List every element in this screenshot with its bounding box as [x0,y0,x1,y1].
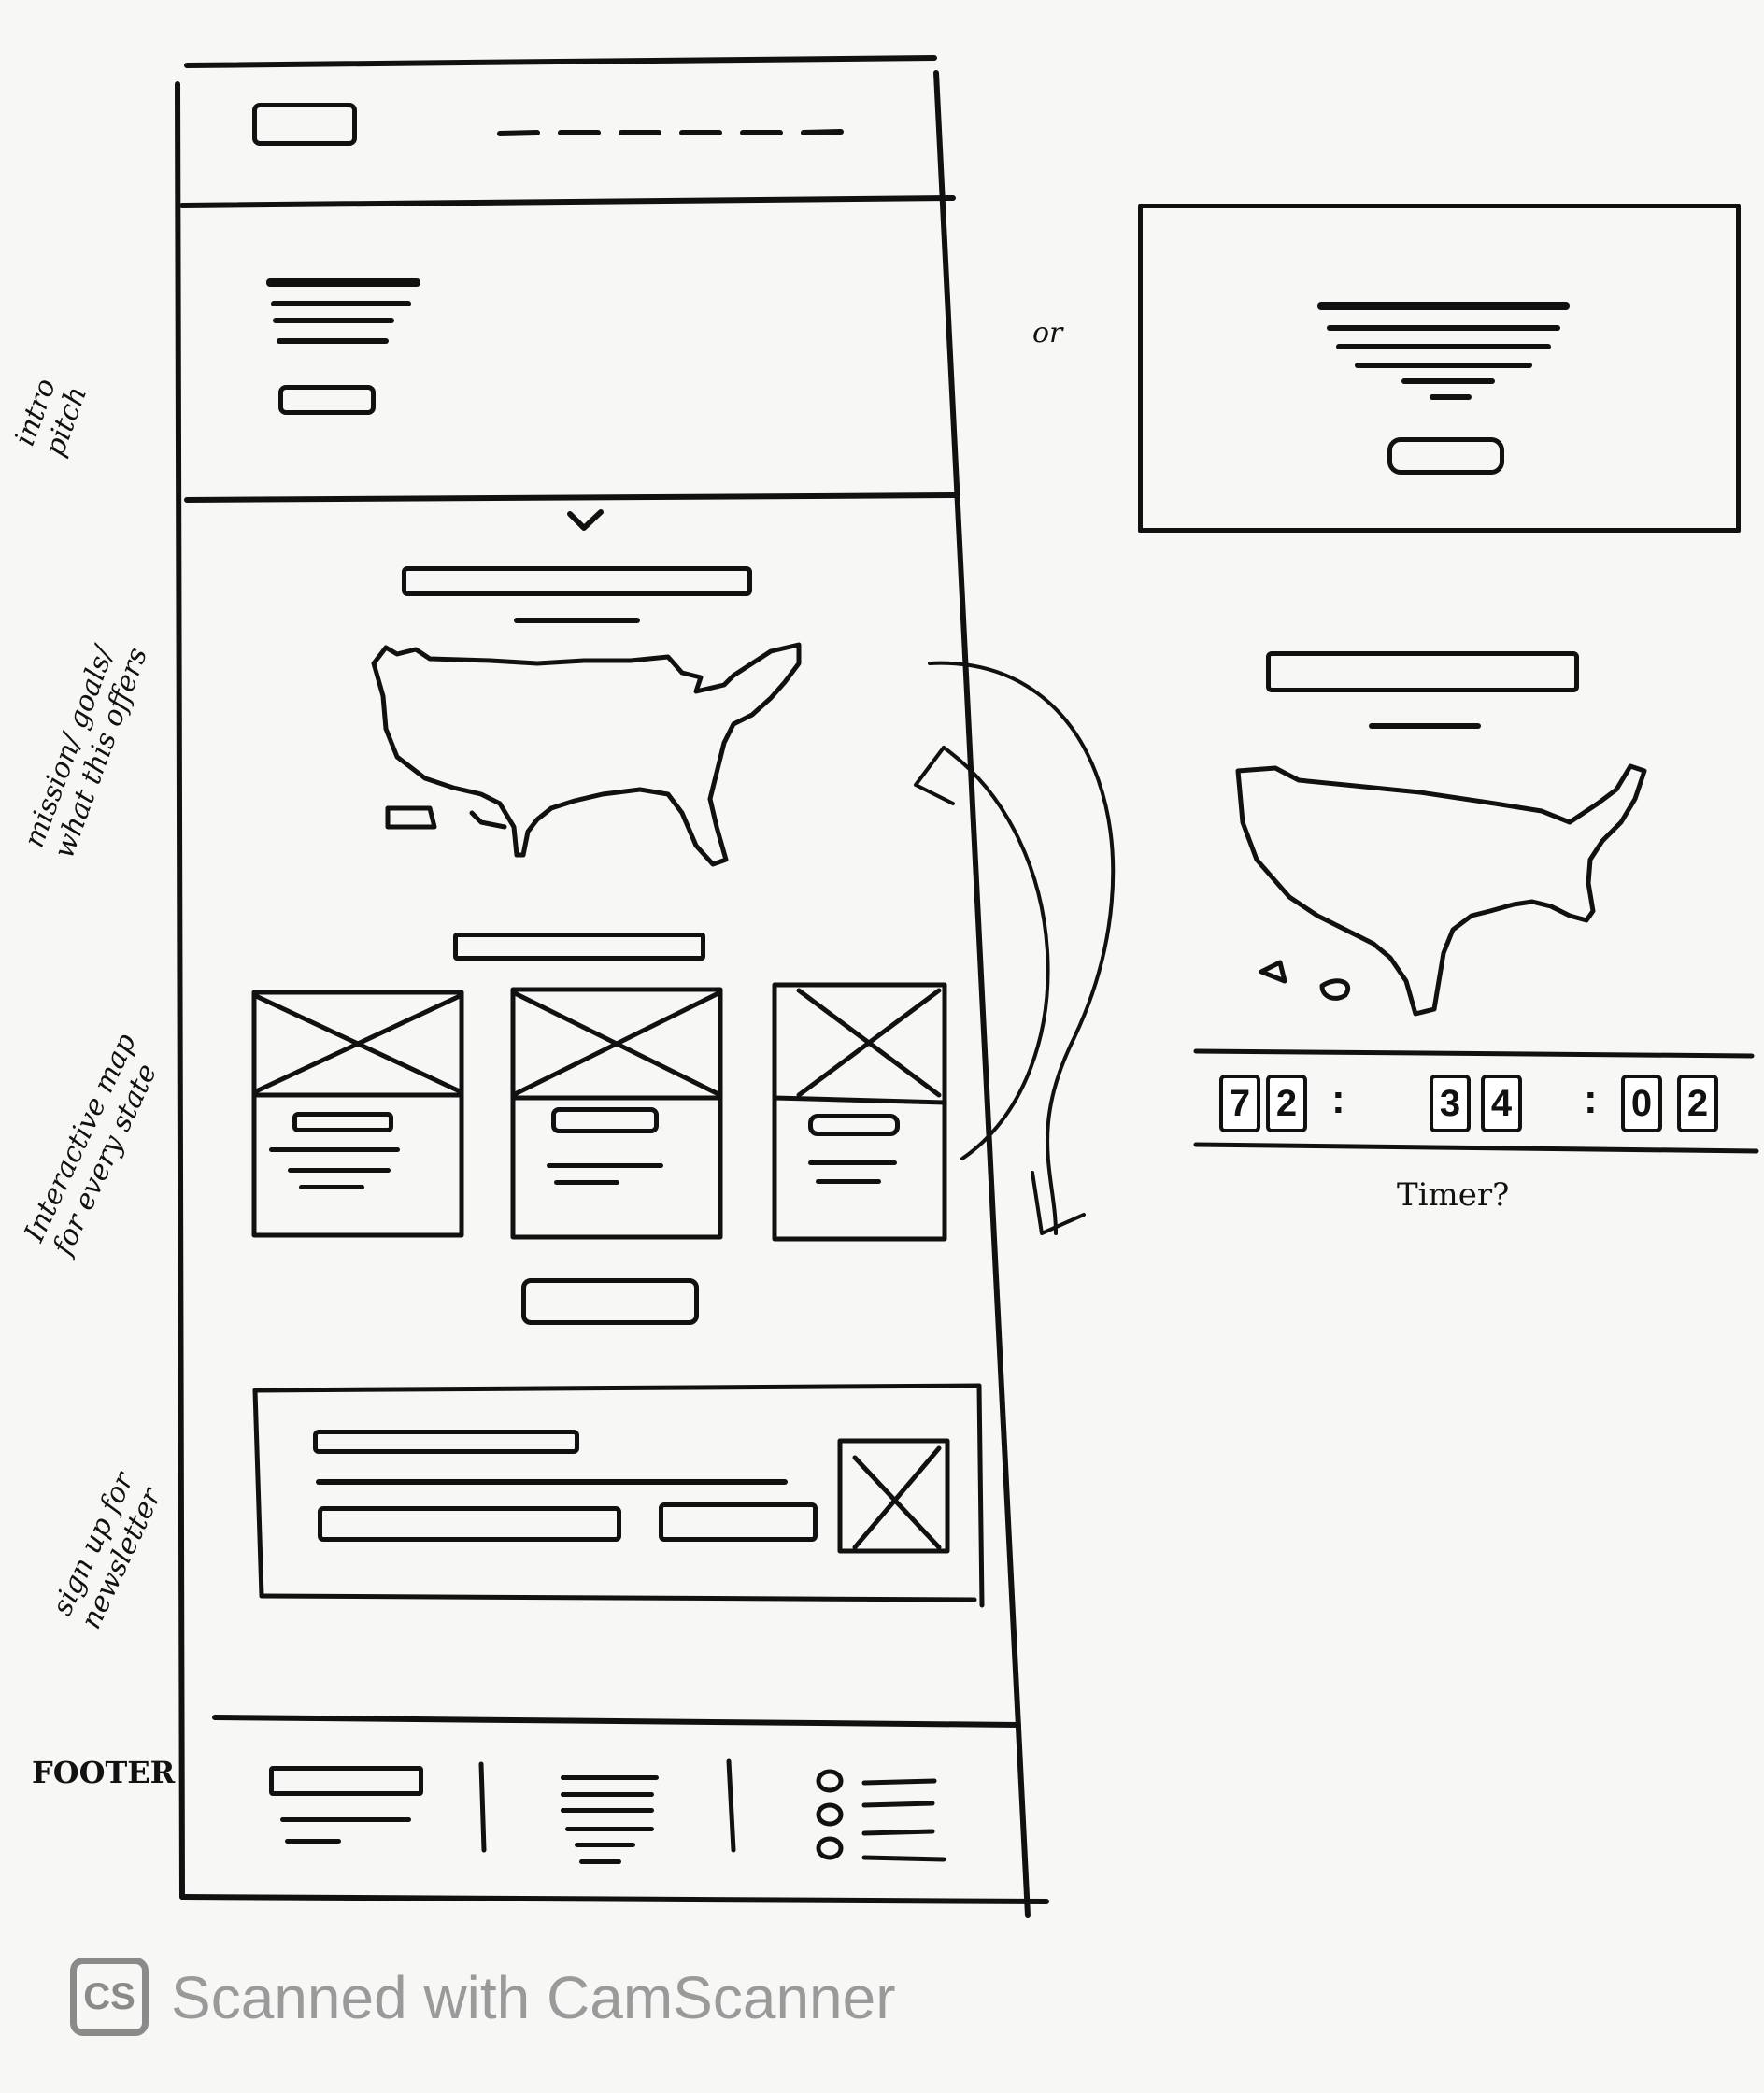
intro-text-line [277,338,389,344]
alt-intro-text-line [1336,344,1551,349]
watermark-text: Scanned with CamScanner [171,1964,896,2031]
view-more-button[interactable] [521,1278,699,1325]
footer-text-line [280,1817,411,1822]
footer-dividers [478,1758,736,1853]
card-text-line [554,1180,619,1185]
image-placeholder [772,982,947,1242]
alt-map-title [1266,651,1579,692]
newsletter-image-placeholder [837,1438,950,1554]
alt-intro-text-line [1327,325,1560,331]
social-icons[interactable] [813,1766,962,1878]
newsletter-title [313,1430,579,1454]
intro-cta-button[interactable] [278,385,376,415]
alt-intro-section [1138,204,1741,533]
card-title [808,1114,900,1136]
footer-link[interactable] [579,1859,621,1864]
newsletter-email-input[interactable] [318,1506,621,1542]
annotation-timer: Timer? [1397,1176,1510,1214]
state-card[interactable] [509,986,724,1243]
newsletter-submit-button[interactable] [659,1502,818,1542]
image-placeholder [251,990,464,1238]
state-card[interactable] [250,989,465,1241]
footer-link[interactable] [561,1775,659,1780]
card-text-line [288,1168,391,1173]
state-card[interactable] [771,981,948,1245]
alt-intro-cta-button[interactable] [1387,437,1504,475]
newsletter-description [316,1479,788,1485]
cards-section-title [453,933,705,961]
alt-map-subtitle [1369,723,1481,729]
alt-intro-text-line [1355,363,1532,368]
footer-link[interactable] [561,1792,654,1797]
alt-us-map[interactable] [1233,757,1672,1028]
alt-intro-text-line [1430,394,1472,400]
annotation-footer: FOOTER [32,1755,176,1790]
card-text-line [299,1185,364,1189]
image-placeholder [510,987,723,1240]
timer-separator: : [1584,1076,1598,1122]
mission-subtitle [514,618,640,623]
footer-link[interactable] [565,1827,654,1831]
timer-frame [1193,1048,1759,1154]
timer-digit: 7 [1219,1075,1260,1132]
footer-link[interactable] [561,1808,654,1813]
annotation-or: or [1032,317,1063,349]
alt-intro-text-line [1401,378,1495,384]
card-title [551,1107,659,1133]
timer-digit: 0 [1621,1075,1662,1132]
timer-digit: 2 [1677,1075,1718,1132]
intro-text-line [271,301,411,306]
us-map[interactable] [360,640,827,883]
card-text-line [808,1160,897,1165]
footer-text-line [285,1839,341,1844]
watermark: CS Scanned with CamScanner [70,1958,1004,2042]
nav-menu[interactable] [495,120,869,148]
card-text-line [816,1179,881,1184]
timer-digit: 2 [1266,1075,1307,1132]
mission-title [402,566,752,596]
newsletter-section [252,1383,985,1608]
intro-headline [266,278,420,287]
footer-logo [269,1766,423,1796]
card-title [292,1112,393,1132]
card-text-line [269,1147,400,1152]
card-text-line [547,1163,663,1168]
timer-digit: 4 [1481,1075,1522,1132]
timer-digit: 3 [1430,1075,1471,1132]
timer-separator: : [1331,1076,1345,1122]
intro-text-line [273,318,394,323]
camscanner-logo: CS [70,1958,149,2036]
logo-placeholder[interactable] [252,103,357,146]
alt-intro-headline [1317,302,1570,310]
countdown-timer: 7 2 : 3 4 : 0 2 [1219,1063,1743,1147]
footer-link[interactable] [575,1843,635,1847]
